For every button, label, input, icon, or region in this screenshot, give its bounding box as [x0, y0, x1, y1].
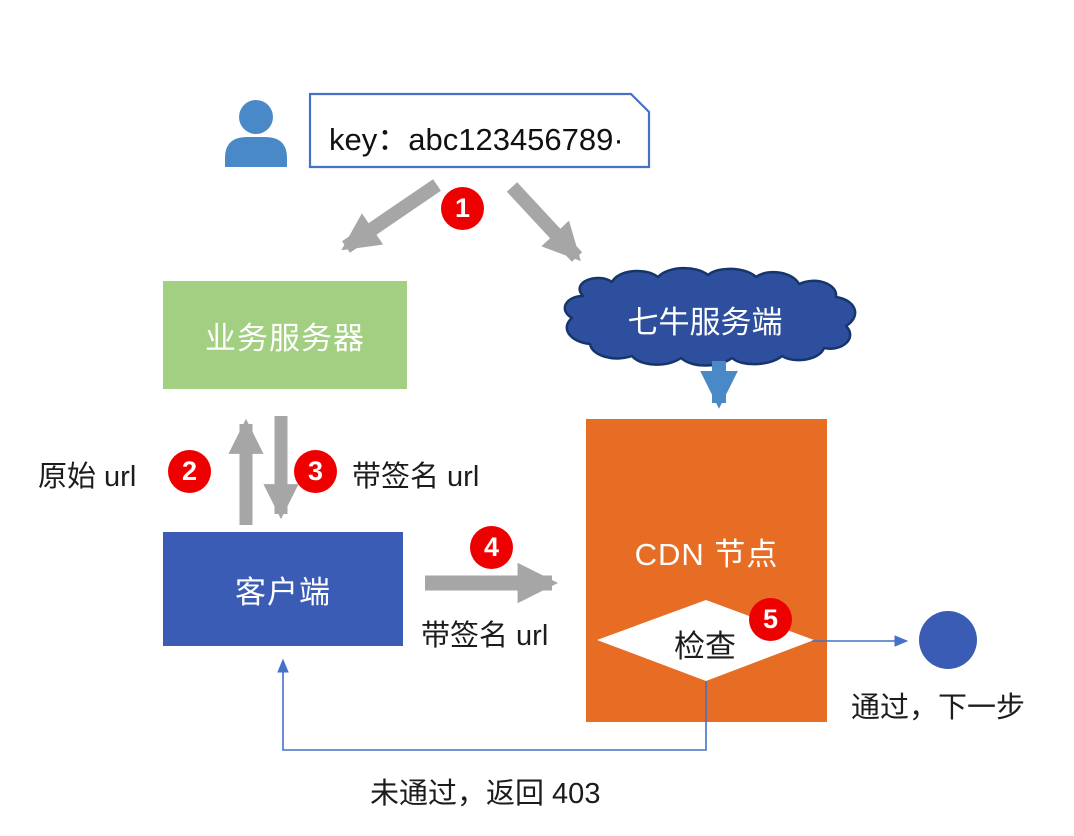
edge-label-original-url: 原始 url [38, 461, 137, 493]
cdn-node-label: CDN 节点 [634, 537, 779, 572]
business-server-box: 业务服务器 [163, 281, 407, 389]
check-diamond-label: 检查 [674, 629, 736, 664]
step-badge-1: 1 [441, 187, 484, 230]
pass-terminal-circle [919, 611, 977, 669]
edge-label-signed-url-return: 带签名 url [352, 461, 480, 493]
client-label: 客户端 [235, 574, 331, 610]
arrow-key-to-cloud [506, 182, 583, 262]
edge-label-pass-next-step: 通过，下一步 [851, 692, 1026, 724]
key-text: key：abc123456789· [329, 122, 624, 157]
edge-label-fail-return-403: 未通过，返回 403 [370, 778, 601, 810]
edge-label-signed-url-request: 带签名 url [421, 620, 549, 652]
step-badge-5: 5 [749, 598, 792, 641]
business-server-label: 业务服务器 [205, 320, 365, 356]
key-callout-box [308, 92, 651, 169]
step-badge-2: 2 [168, 450, 211, 493]
client-box: 客户端 [163, 532, 403, 646]
cloud-shape [563, 266, 857, 367]
user-icon [225, 100, 287, 167]
qiniu-cloud-label: 七牛服务端 [627, 305, 783, 340]
arrow-key-to-business [341, 179, 441, 253]
line-check-fail-loop [277, 658, 707, 751]
step-badge-3: 3 [294, 450, 337, 493]
step-badge-4: 4 [470, 526, 513, 569]
